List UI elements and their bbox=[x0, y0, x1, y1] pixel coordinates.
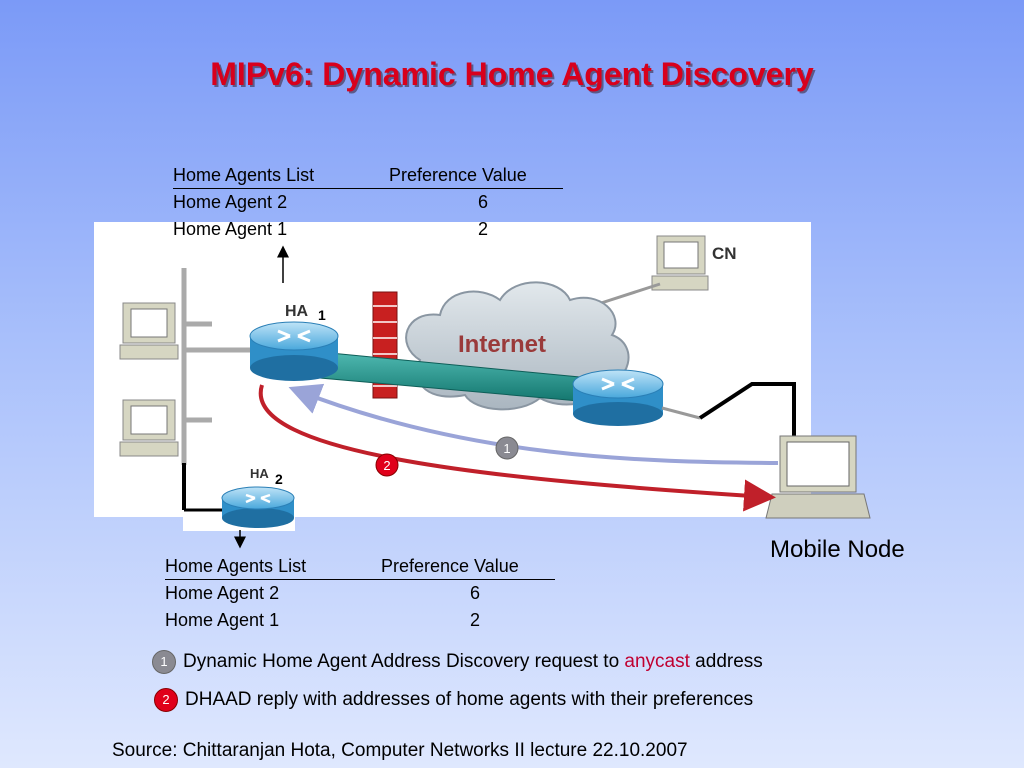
home-agent-name: Home Agent 1 bbox=[173, 219, 288, 239]
step-1-badge: 1 bbox=[495, 436, 519, 460]
legend-text: Dynamic Home Agent Address Discovery req… bbox=[183, 651, 763, 672]
home-agent-1-router-icon bbox=[249, 321, 339, 381]
ha1-label: HA bbox=[285, 303, 309, 320]
ha2-number: 2 bbox=[275, 471, 283, 487]
table-row: Home Agent 2 6 bbox=[173, 189, 563, 216]
column-header-home-agents: Home Agents List bbox=[165, 556, 307, 576]
edge-to-mobile-link bbox=[661, 382, 796, 436]
mobile-node-label: Mobile Node bbox=[770, 536, 905, 563]
source-citation: Source: Chittaranjan Hota, Computer Netw… bbox=[112, 740, 688, 761]
mobile-node-laptop-icon bbox=[765, 435, 871, 519]
home-agent-name: Home Agent 1 bbox=[165, 610, 280, 630]
anycast-highlight: anycast bbox=[624, 651, 690, 672]
home-agent-2-router-icon bbox=[221, 486, 295, 528]
home-agents-list-ha1: Home Agents List Preference Value Home A… bbox=[173, 162, 563, 243]
step-2-badge: 2 bbox=[375, 453, 399, 477]
home-agent-name: Home Agent 2 bbox=[165, 583, 280, 603]
preference-value: 6 bbox=[469, 583, 480, 603]
column-header-preference: Preference Value bbox=[389, 165, 527, 185]
lan-bus bbox=[181, 268, 254, 512]
table-row: Home Agent 1 2 bbox=[173, 216, 563, 243]
ha1-number: 1 bbox=[318, 307, 326, 323]
svg-text:1: 1 bbox=[503, 441, 510, 456]
cn-label: CN bbox=[712, 244, 737, 263]
ha2-label: HA bbox=[250, 466, 269, 481]
table-header: Home Agents List Preference Value bbox=[173, 162, 563, 189]
preference-value: 2 bbox=[469, 610, 480, 630]
legend-badge-2: 2 bbox=[154, 688, 178, 712]
table-row: Home Agent 2 6 bbox=[165, 580, 555, 607]
slide-title: MIPv6: Dynamic Home Agent Discovery bbox=[210, 56, 814, 92]
table-row: Home Agent 1 2 bbox=[165, 607, 555, 634]
legend-item-reply: 2 DHAAD reply with addresses of home age… bbox=[154, 688, 753, 712]
legend-text: DHAAD reply with addresses of home agent… bbox=[185, 689, 754, 710]
cn-computer-icon bbox=[594, 235, 709, 307]
desktop-computer-icon bbox=[119, 399, 179, 457]
home-agent-name: Home Agent 2 bbox=[173, 192, 288, 212]
preference-value: 2 bbox=[477, 219, 488, 239]
table-header: Home Agents List Preference Value bbox=[165, 553, 555, 580]
svg-text:2: 2 bbox=[383, 458, 390, 473]
desktop-computer-icon bbox=[119, 302, 179, 360]
column-header-preference: Preference Value bbox=[381, 556, 519, 576]
edge-router-icon bbox=[572, 369, 664, 426]
column-header-home-agents: Home Agents List bbox=[173, 165, 315, 185]
dhaad-request-arrow bbox=[288, 383, 779, 465]
internet-label: Internet bbox=[458, 331, 546, 358]
preference-value: 6 bbox=[477, 192, 488, 212]
dhaad-reply-arrow bbox=[258, 384, 776, 512]
home-agents-list-ha2: Home Agents List Preference Value Home A… bbox=[165, 553, 555, 634]
legend-badge-1: 1 bbox=[152, 650, 176, 674]
legend-item-request: 1 Dynamic Home Agent Address Discovery r… bbox=[152, 650, 763, 674]
